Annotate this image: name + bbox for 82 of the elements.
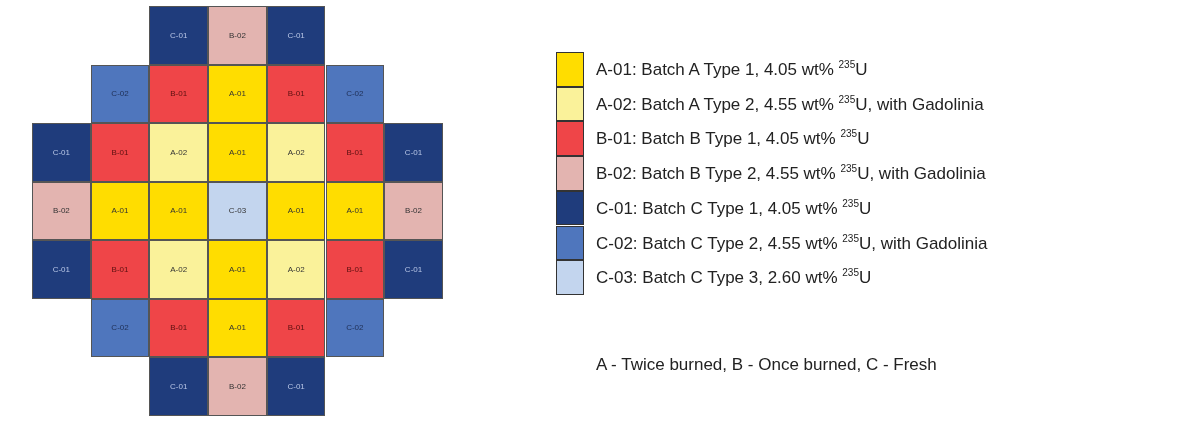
cell-label: C-01 bbox=[52, 147, 70, 157]
cell-label: B-01 bbox=[111, 147, 129, 157]
cell-label: B-01 bbox=[346, 147, 364, 157]
fuel-assembly-cell bbox=[90, 240, 150, 299]
fuel-assembly-cell bbox=[325, 240, 385, 299]
cell-label: C-02 bbox=[111, 89, 129, 99]
cell-label: C-01 bbox=[404, 264, 423, 274]
fuel-assembly-cell bbox=[208, 240, 267, 299]
fuel-assembly-cell bbox=[90, 298, 150, 357]
fuel-assembly-cell bbox=[208, 298, 267, 357]
fuel-assembly-cell bbox=[149, 6, 209, 65]
cell-label: C-01 bbox=[287, 381, 305, 391]
fuel-assembly-cell bbox=[208, 181, 267, 240]
fuel-assembly-cell bbox=[149, 240, 209, 299]
fuel-assembly-cell bbox=[90, 64, 150, 123]
legend-text: C-02: Batch C Type 2, 4.55 wt% $^{235}$U, with Gadolinia bbox=[596, 232, 988, 254]
cell-label: C-01 bbox=[52, 264, 70, 274]
cell-label: B-01 bbox=[170, 323, 188, 333]
fuel-assembly-cell bbox=[266, 123, 326, 182]
fuel-assembly-cell bbox=[90, 181, 150, 240]
fuel-assembly-cell bbox=[32, 181, 91, 240]
fuel-assembly-cell bbox=[266, 181, 326, 240]
cell-label: C-01 bbox=[170, 30, 188, 40]
cell-label: C-01 bbox=[287, 30, 305, 40]
cell-label: B-01 bbox=[111, 264, 129, 274]
fuel-assembly-cell bbox=[384, 240, 443, 299]
cell-label: B-02 bbox=[229, 381, 246, 391]
cell-label: B-01 bbox=[287, 89, 305, 99]
cell-label: A-02 bbox=[287, 264, 305, 274]
fuel-assembly-cell bbox=[325, 298, 385, 357]
cell-label: A-01 bbox=[229, 89, 246, 99]
cell-label: C-01 bbox=[404, 147, 423, 157]
fuel-assembly-cell bbox=[149, 123, 209, 182]
cell-label: A-02 bbox=[287, 147, 305, 157]
cell-label: B-02 bbox=[229, 30, 246, 40]
cell-label: B-01 bbox=[287, 323, 305, 333]
fuel-assembly-cell bbox=[266, 6, 326, 65]
legend-text: A-01: Batch A Type 1, 4.05 wt% $^{235}$U bbox=[596, 59, 868, 80]
fuel-assembly-cell bbox=[149, 298, 209, 357]
cell-label: C-02 bbox=[346, 89, 364, 99]
fuel-assembly-cell bbox=[32, 123, 91, 182]
fuel-assembly-cell bbox=[325, 64, 385, 123]
cell-label: C-02 bbox=[111, 323, 129, 333]
cell-label: A-02 bbox=[170, 147, 188, 157]
fuel-assembly-cell bbox=[208, 357, 267, 416]
note-text: A - Twice burned, B - Once burned, C - Fresh bbox=[596, 355, 937, 375]
legend-text: B-02: Batch B Type 2, 4.55 wt% $^{235}$U, with Gadolinia bbox=[596, 163, 986, 184]
fuel-assembly-cell bbox=[90, 123, 150, 182]
fuel-assembly-cell bbox=[325, 181, 385, 240]
fuel-assembly-cell bbox=[384, 123, 443, 182]
fuel-assembly-cell bbox=[266, 298, 326, 357]
legend-text: C-03: Batch C Type 3, 2.60 wt% $^{235}$U bbox=[596, 267, 872, 288]
fuel-assembly-cell bbox=[325, 123, 385, 182]
legend-text: B-01: Batch B Type 1, 4.05 wt% $^{235}$U bbox=[596, 128, 870, 150]
cell-label: A-02 bbox=[170, 264, 188, 274]
fuel-assembly-cell bbox=[208, 6, 267, 65]
fuel-assembly-cell bbox=[266, 357, 326, 416]
fuel-assembly-cell bbox=[384, 181, 443, 240]
cell-label: B-02 bbox=[52, 206, 70, 216]
fuel-assembly-cell bbox=[149, 64, 209, 123]
fuel-assembly-cell bbox=[149, 181, 209, 240]
fuel-assembly-cell bbox=[32, 240, 91, 299]
cell-label: A-01 bbox=[287, 206, 305, 216]
legend-text: C-01: Batch C Type 1, 4.05 wt% $^{235}$U bbox=[596, 197, 872, 219]
fuel-assembly-cell bbox=[266, 240, 326, 299]
cell-label: A-01 bbox=[229, 264, 246, 274]
cell-label: A-01 bbox=[170, 206, 188, 216]
cell-label: C-01 bbox=[170, 381, 188, 391]
cell-label: B-01 bbox=[170, 89, 188, 99]
fuel-assembly-cell bbox=[149, 357, 209, 416]
fuel-assembly-cell bbox=[266, 64, 326, 123]
fuel-assembly-cell bbox=[208, 123, 267, 182]
cell-label: C-02 bbox=[346, 323, 364, 333]
fuel-assembly-cell bbox=[208, 64, 267, 123]
cell-label: A-01 bbox=[346, 206, 364, 216]
legend-text: A-02: Batch A Type 2, 4.55 wt% $^{235}$U, with Gadolinia bbox=[596, 93, 984, 115]
cell-label: A-01 bbox=[229, 323, 246, 333]
cell-label: B-01 bbox=[346, 264, 364, 274]
cell-label: A-01 bbox=[229, 147, 246, 157]
cell-label: B-02 bbox=[405, 206, 422, 216]
cell-label: A-01 bbox=[111, 206, 129, 216]
cell-label: C-03 bbox=[228, 206, 247, 216]
